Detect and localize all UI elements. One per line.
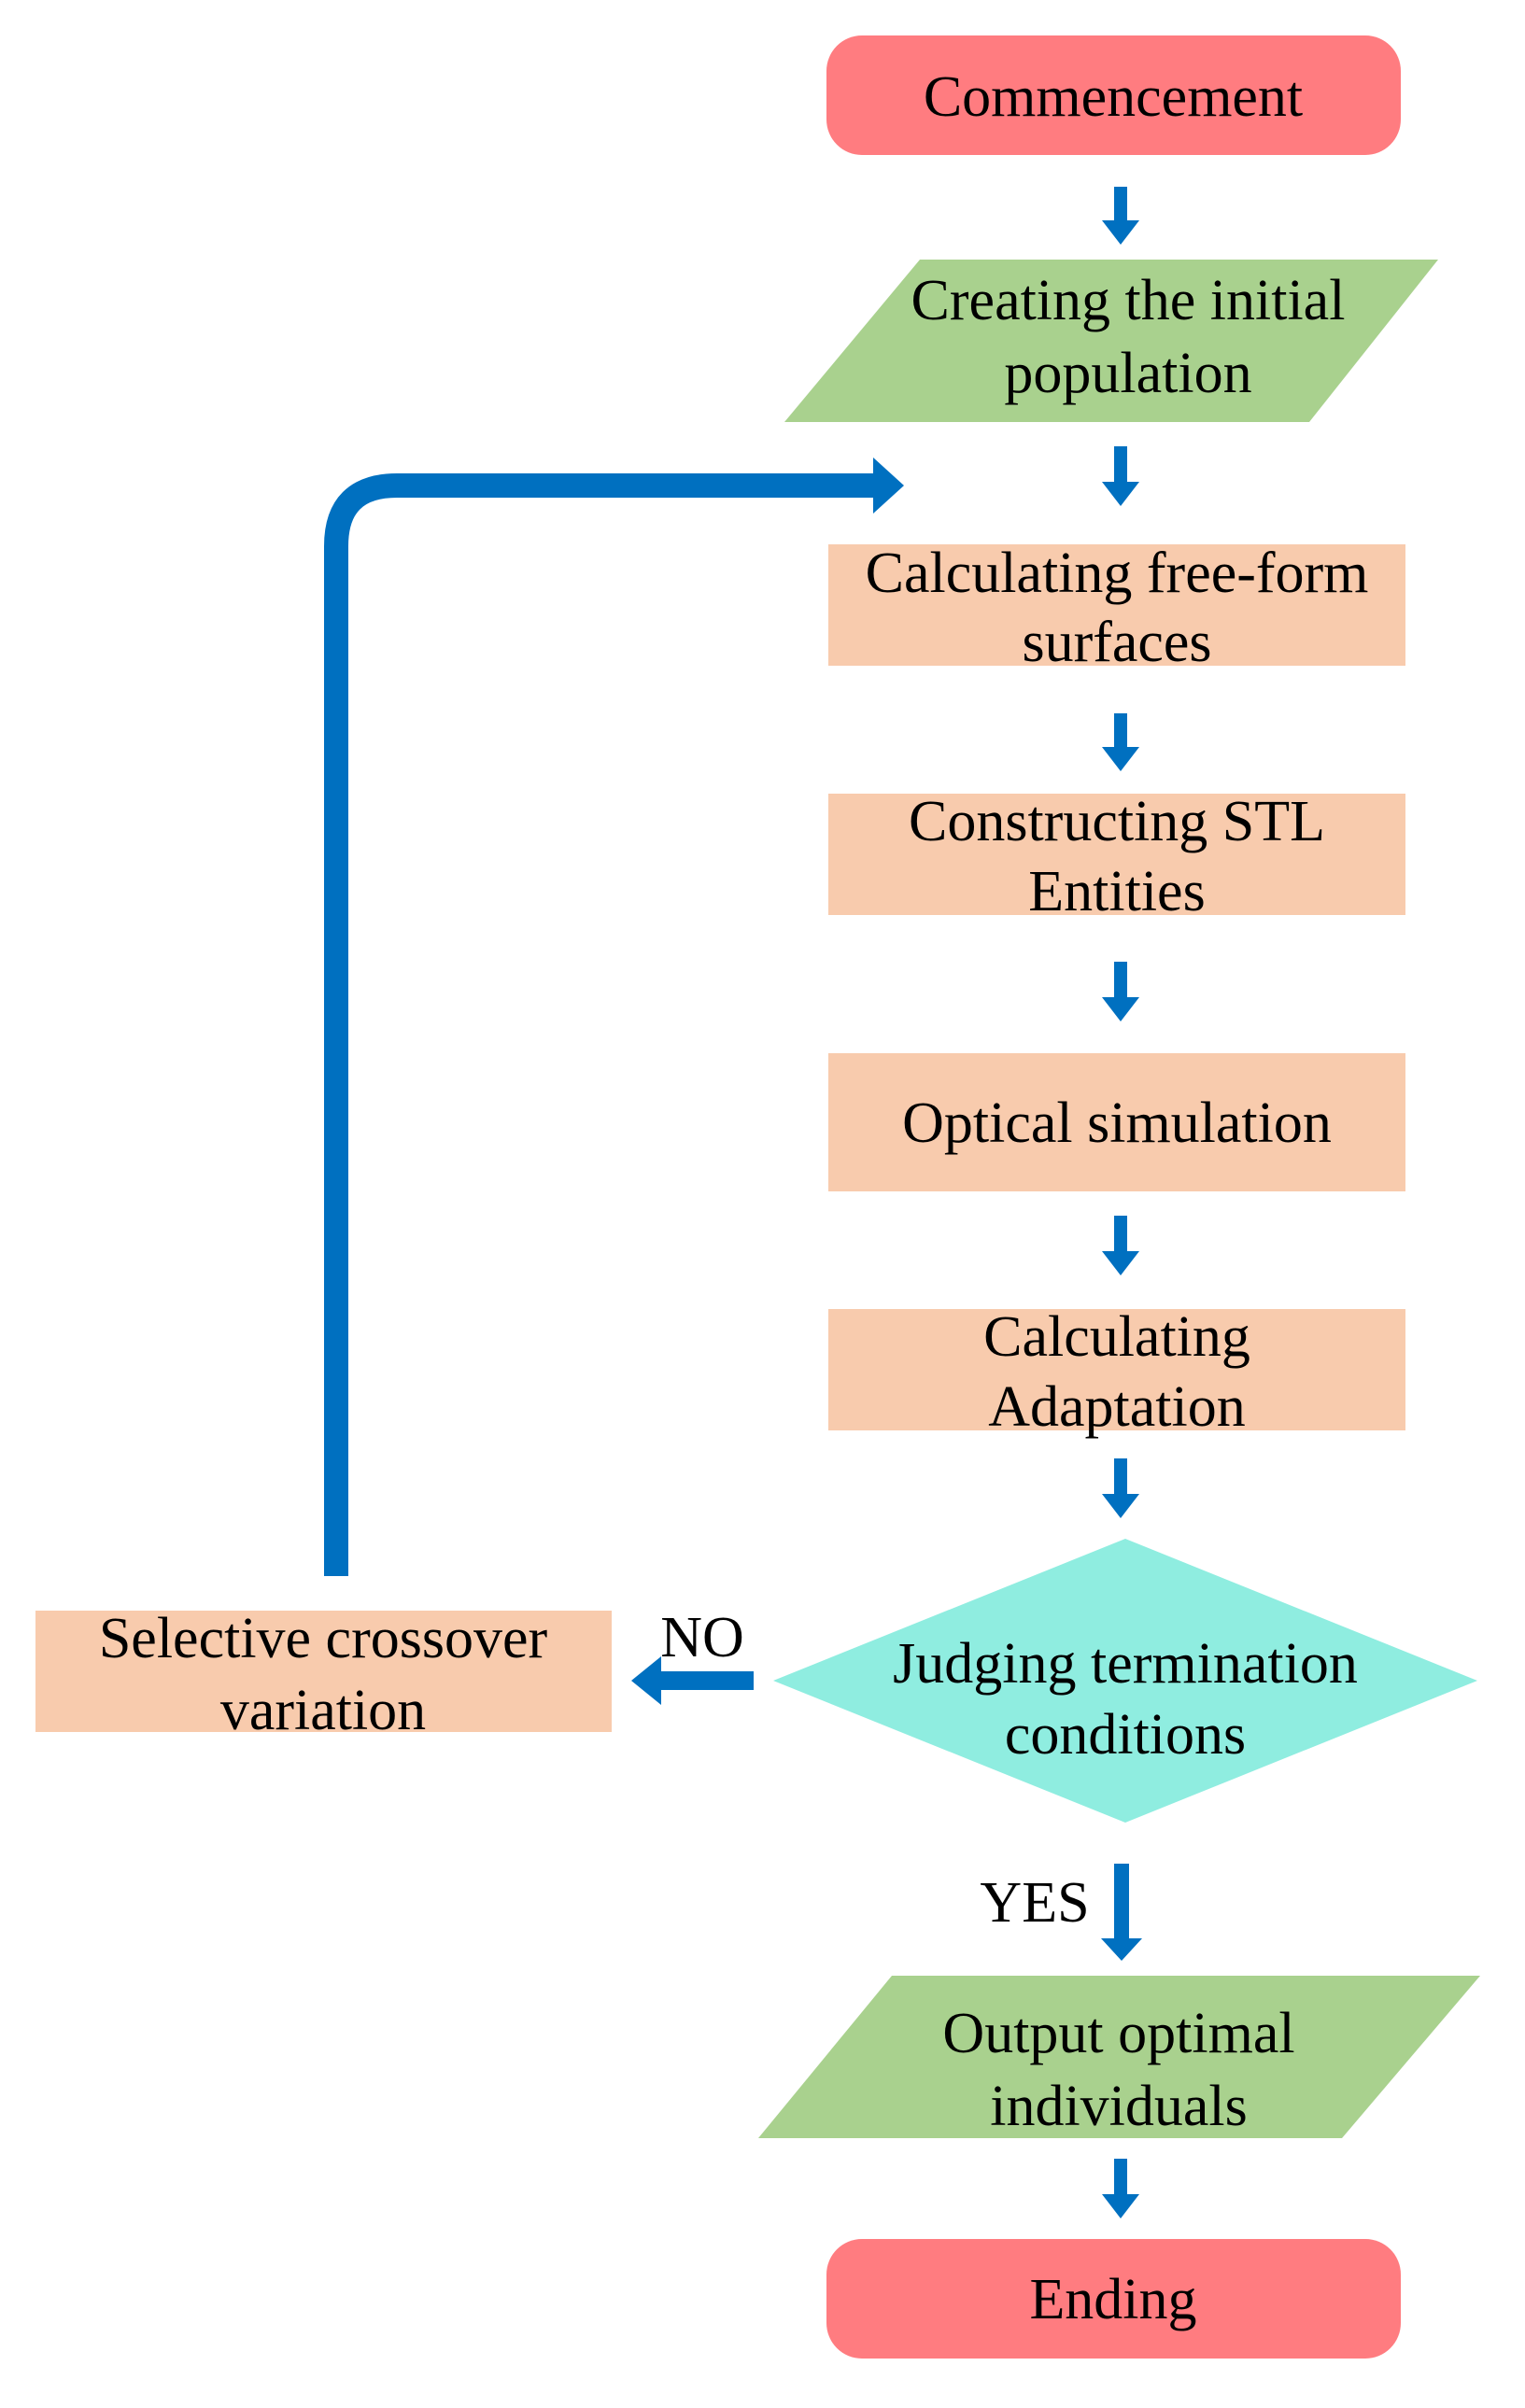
free-form-shape xyxy=(828,544,1405,666)
node-output-optimal: Output optimal individuals xyxy=(758,1976,1480,2138)
arrow-optical-to-adaptation xyxy=(1102,1216,1139,1275)
crossover-label-line2: variation xyxy=(220,1679,426,1742)
initial-population-label-line1: Creating the initial xyxy=(911,269,1346,332)
output-label-line2: individuals xyxy=(990,2075,1248,2138)
arrow-judge-to-crossover xyxy=(631,1656,754,1705)
commencement-shape xyxy=(826,35,1401,155)
arrow-population-to-freeform xyxy=(1102,446,1139,506)
stl-shape xyxy=(828,794,1405,915)
ending-shape xyxy=(826,2239,1401,2359)
node-stl-entities: Constructing STL Entities xyxy=(828,790,1405,923)
stl-label-line2: Entities xyxy=(1028,860,1205,923)
arrow-output-to-end xyxy=(1102,2159,1139,2218)
optical-label: Optical simulation xyxy=(902,1091,1332,1155)
adaptation-shape xyxy=(828,1309,1405,1430)
node-initial-population: Creating the initial population xyxy=(784,260,1438,422)
initial-population-label-line2: population xyxy=(1004,342,1251,405)
arrow-start-to-population xyxy=(1102,187,1139,245)
stl-label-line1: Constructing STL xyxy=(909,790,1325,853)
node-selective-crossover: Selective crossover variation xyxy=(35,1607,612,1742)
node-free-form-surfaces: Calculating free-form surfaces xyxy=(828,542,1405,674)
judge-label-line2: conditions xyxy=(1005,1703,1246,1767)
arrow-judge-to-output xyxy=(1101,1864,1142,1961)
arrow-freeform-to-stl xyxy=(1102,713,1139,771)
edge-label-no: NO xyxy=(660,1606,744,1669)
ending-label: Ending xyxy=(1029,2268,1196,2331)
output-label-line1: Output optimal xyxy=(942,2002,1294,2065)
free-form-label-line2: surfaces xyxy=(1022,611,1211,674)
crossover-shape xyxy=(35,1611,612,1732)
free-form-label-line1: Calculating free-form xyxy=(866,542,1369,605)
adaptation-label-line2: Adaptation xyxy=(988,1375,1246,1439)
node-judging-termination: Judging termination conditions xyxy=(773,1539,1477,1823)
arrow-stl-to-optical xyxy=(1102,962,1139,1021)
crossover-label-line1: Selective crossover xyxy=(99,1607,548,1670)
arrow-adaptation-to-judge xyxy=(1102,1458,1139,1518)
arrow-loop-crossover-to-freeform xyxy=(324,458,904,1576)
edge-label-yes: YES xyxy=(980,1871,1089,1935)
initial-population-shape xyxy=(784,260,1438,422)
commencement-label: Commencement xyxy=(924,65,1303,129)
node-optical-simulation: Optical simulation xyxy=(828,1053,1405,1191)
node-ending: Ending xyxy=(826,2239,1401,2359)
judge-shape xyxy=(773,1539,1477,1823)
node-commencement: Commencement xyxy=(826,35,1401,155)
node-calculating-adaptation: Calculating Adaptation xyxy=(828,1305,1405,1439)
output-shape xyxy=(758,1976,1480,2138)
optical-shape xyxy=(828,1053,1405,1191)
adaptation-label-line1: Calculating xyxy=(983,1305,1250,1369)
judge-label-line1: Judging termination xyxy=(893,1632,1358,1696)
